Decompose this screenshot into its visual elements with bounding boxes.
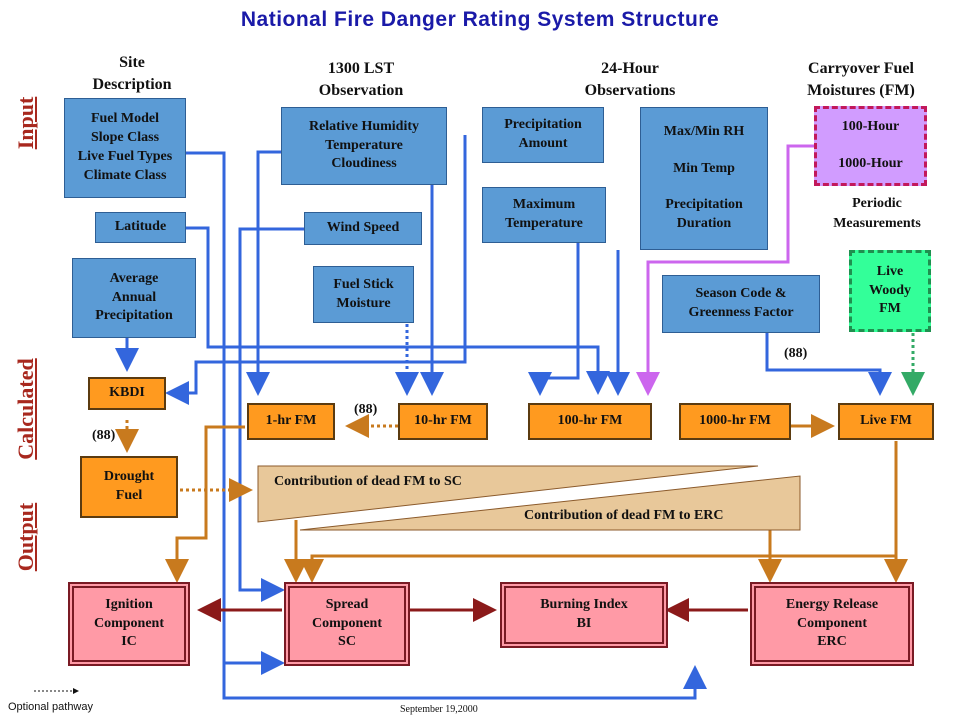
latitude-box: Latitude bbox=[95, 212, 186, 243]
max-temp-line-1: Maximum bbox=[512, 197, 576, 213]
avg-precip-line-1: Average bbox=[109, 270, 159, 286]
avg-precip-line-2: Annual bbox=[111, 289, 157, 305]
drought-line-2: Fuel bbox=[115, 488, 143, 503]
fuel-stick-moisture-box: Fuel Stick Moisture bbox=[313, 266, 414, 323]
live-fm-box: Live FM bbox=[838, 403, 934, 440]
page-title: National Fire Danger Rating System Struc… bbox=[240, 8, 720, 31]
min-temp-line: Min Temp bbox=[673, 160, 735, 176]
erc-line-3: ERC bbox=[817, 634, 847, 650]
carryover-fm-box: 100-Hour 1000-Hour bbox=[814, 106, 927, 186]
contribution-erc-label: Contribution of dead FM to ERC bbox=[524, 508, 724, 523]
slope-class-line: Slope Class bbox=[90, 130, 160, 146]
live-fuel-types-line: Live Fuel Types bbox=[77, 149, 173, 164]
hour-1000-line: 1000-Hour bbox=[838, 156, 903, 172]
max-temp-line-2: Temperature bbox=[505, 216, 583, 231]
precipitation-amount-box: Precipitation Amount bbox=[482, 107, 604, 163]
fm-1000hr-box: 1000-hr FM bbox=[679, 403, 791, 440]
season-line-2: Greenness Factor bbox=[688, 305, 794, 320]
section-calculated: Calculated bbox=[13, 358, 38, 460]
climate-class-line: Climate Class bbox=[83, 167, 167, 183]
erc-line-1: Energy Release bbox=[785, 596, 879, 612]
section-output: Output bbox=[13, 502, 38, 572]
contribution-sc-label: Contribution of dead FM to SC bbox=[274, 474, 462, 489]
ignition-line-1: Ignition bbox=[105, 596, 153, 612]
note-88-kbdi: (88) bbox=[92, 428, 116, 443]
fm-100hr-box: 100-hr FM bbox=[528, 403, 652, 440]
spread-line-2: Component bbox=[311, 615, 382, 631]
maximum-temperature-box: Maximum Temperature bbox=[482, 187, 606, 243]
note-88-10hr: (88) bbox=[354, 402, 378, 417]
ignition-component-box: Ignition Component IC bbox=[68, 582, 190, 666]
precip-amount-line-2: Amount bbox=[518, 136, 568, 151]
energy-release-component-box: Energy Release Component ERC bbox=[750, 582, 914, 666]
drought-line-1: Drought bbox=[103, 469, 155, 485]
live-woody-line-3: FM bbox=[879, 301, 901, 317]
header-1300-lst: 1300 LST Observation bbox=[318, 60, 404, 99]
fm-10hr-box: 10-hr FM bbox=[398, 403, 488, 440]
kbdi-box: KBDI bbox=[88, 377, 166, 410]
fuel-model-box: Fuel Model Slope Class Live Fuel Types C… bbox=[64, 98, 186, 198]
ignition-line-2: Component bbox=[93, 615, 164, 631]
erc-line-2: Component bbox=[796, 615, 867, 631]
average-precipitation-box: Average Annual Precipitation bbox=[72, 258, 196, 338]
fuel-stick-line-1: Fuel Stick bbox=[333, 276, 394, 292]
live-woody-fm-box: Live Woody FM bbox=[849, 250, 931, 332]
live-woody-line-1: Live bbox=[876, 263, 904, 279]
burning-index-box: Burning Index BI bbox=[500, 582, 668, 648]
header-site-description: Site Description bbox=[92, 54, 172, 93]
fuel-model-line: Fuel Model bbox=[90, 111, 160, 127]
cloudiness-line: Cloudiness bbox=[331, 156, 397, 172]
date-label: September 19,2000 bbox=[400, 704, 478, 715]
wind-speed-box: Wind Speed bbox=[304, 212, 422, 245]
header-24-hour: 24-Hour Observations bbox=[584, 60, 676, 99]
season-code-box: Season Code & Greenness Factor bbox=[662, 275, 820, 333]
temperature-line: Temperature bbox=[325, 137, 403, 153]
spread-component-box: Spread Component SC bbox=[284, 582, 410, 666]
ignition-line-3: IC bbox=[121, 634, 137, 650]
season-line-1: Season Code & bbox=[695, 286, 787, 302]
burning-line-2: BI bbox=[576, 616, 592, 631]
legend-optional-pathway: Optional pathway bbox=[8, 701, 93, 713]
rh-temperature-box: Relative Humidity Temperature Cloudiness bbox=[281, 107, 447, 185]
avg-precip-line-3: Precipitation bbox=[95, 308, 173, 324]
header-carryover: Carryover Fuel Moistures (FM) bbox=[807, 60, 915, 99]
maxmin-rh-line: Max/Min RH bbox=[663, 123, 745, 139]
note-88-live: (88) bbox=[784, 346, 808, 361]
fuel-stick-line-2: Moisture bbox=[336, 295, 391, 311]
burning-line-1: Burning Index bbox=[540, 597, 628, 613]
hour-100-line: 100-Hour bbox=[841, 119, 900, 135]
drought-fuel-box: Drought Fuel bbox=[80, 456, 178, 518]
precip-amount-line-1: Precipitation bbox=[504, 117, 582, 133]
section-input: Input bbox=[13, 96, 38, 150]
spread-line-1: Spread bbox=[325, 596, 369, 612]
live-woody-line-2: Woody bbox=[868, 282, 911, 298]
spread-line-3: SC bbox=[338, 634, 356, 650]
fm-1hr-box: 1-hr FM bbox=[247, 403, 335, 440]
rh-line: Relative Humidity bbox=[308, 118, 420, 134]
